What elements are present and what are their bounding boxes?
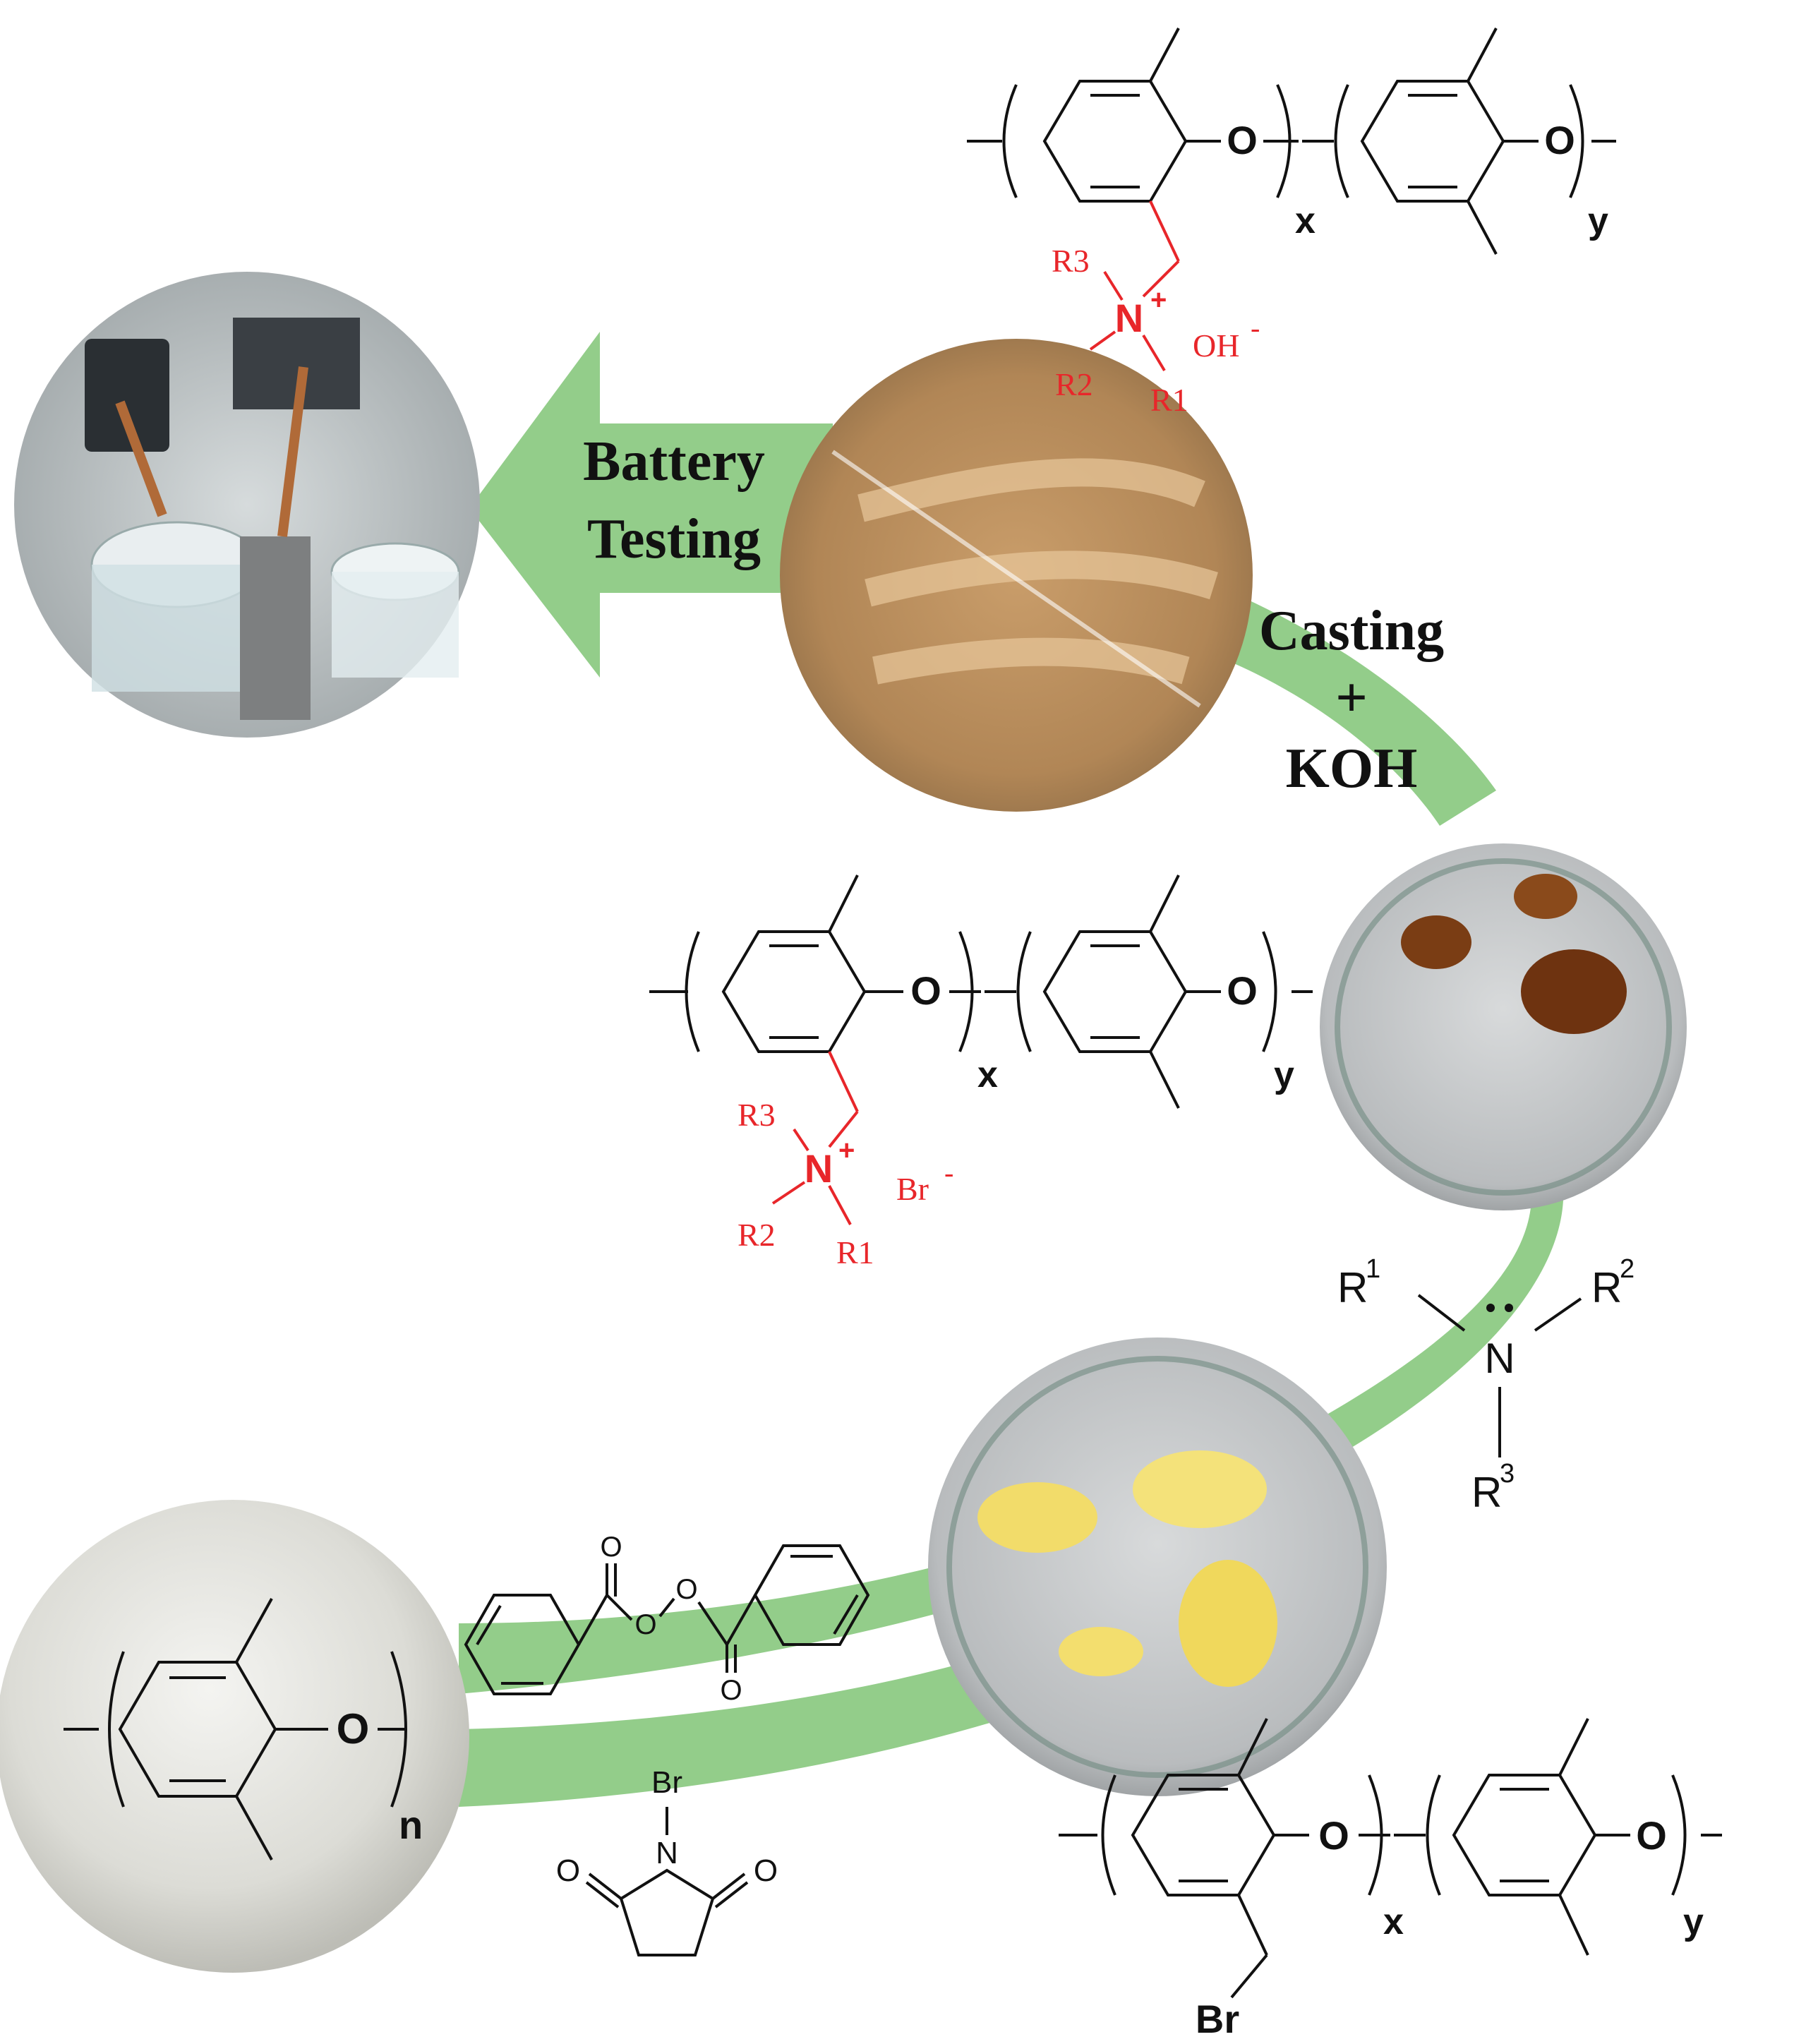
nbs-br: Br	[651, 1765, 682, 1800]
amine-n: N	[1484, 1335, 1515, 1382]
process-band-arrow-2	[459, 1574, 1235, 1807]
ppo-o: O	[337, 1705, 370, 1753]
qppo-oh-r1-bond	[1142, 334, 1166, 372]
qppo-oh-o1: O	[1227, 118, 1258, 162]
qppo-br-r3-bond	[793, 1128, 809, 1152]
qppo-oh-counterion-charge: -	[1251, 312, 1260, 344]
qppo-oh-y: y	[1588, 200, 1608, 241]
qppo-br-structure	[649, 874, 1313, 1109]
amine-r3-sup: 3	[1500, 1459, 1515, 1489]
qppo-oh-n: N	[1115, 296, 1143, 340]
qppo-oh-structure	[967, 28, 1616, 255]
qppo-br-r1: R1	[836, 1234, 874, 1270]
bppo-o1: O	[1318, 1813, 1349, 1858]
tertiary-amine-structure	[1417, 1294, 1582, 1457]
nbs-o-left: O	[556, 1853, 580, 1888]
bppo-br: Br	[1196, 1997, 1239, 2041]
bpo-o-peroxide-2: O	[675, 1574, 697, 1605]
battery-label-line1: Battery	[583, 431, 765, 493]
amine-r1: R	[1337, 1264, 1368, 1311]
bppo-structure	[1059, 1718, 1722, 1999]
qppo-br-n: N	[805, 1146, 833, 1191]
qppo-oh-counterion: OH	[1193, 327, 1239, 363]
amine-r2-sup: 2	[1620, 1254, 1635, 1284]
ppo-n: n	[399, 1803, 423, 1847]
qppo-oh-o2: O	[1544, 118, 1575, 162]
casting-label-line1: Casting	[1259, 600, 1444, 662]
casting-band	[1200, 579, 1496, 826]
casting-label-line2: +	[1335, 667, 1368, 729]
qppo-br-ch2-bond	[828, 1051, 859, 1112]
battery-testing-arrow	[469, 332, 833, 678]
qppo-oh-r2-bond	[1089, 330, 1116, 351]
qppo-br-counterion-charge: -	[944, 1157, 953, 1189]
bpo-structure	[464, 1544, 870, 1695]
qppo-br-x: x	[977, 1054, 998, 1095]
qppo-oh-r3-bond	[1103, 270, 1124, 301]
qppo-oh-r1: R1	[1150, 382, 1188, 418]
amine-r2: R	[1591, 1264, 1622, 1311]
qppo-br-o2: O	[1227, 968, 1258, 1013]
nbs-structure	[585, 1807, 749, 1956]
nbs-o-right: O	[754, 1853, 778, 1888]
bpo-o-peroxide-1: O	[634, 1609, 656, 1640]
ppo-powder-photo	[0, 1500, 469, 1973]
amine-r1-sup: 1	[1366, 1254, 1380, 1284]
ppo-structure	[64, 1598, 407, 1860]
casting-label-line3: KOH	[1286, 738, 1418, 800]
nbs-n: N	[656, 1836, 678, 1870]
bppo-x: x	[1383, 1901, 1404, 1942]
qppo-oh-r3: R3	[1052, 243, 1090, 279]
qppo-br-y: y	[1274, 1054, 1294, 1095]
qppo-br-r3: R3	[738, 1097, 776, 1133]
bppo-y: y	[1683, 1901, 1704, 1942]
qppo-br-n-bond	[828, 1110, 859, 1148]
battery-label-line2: Testing	[587, 508, 761, 570]
qppo-br-o1: O	[910, 968, 941, 1013]
qppo-br-counterion: Br	[896, 1171, 929, 1207]
membrane-glove-photo	[780, 339, 1253, 812]
amine-r3: R	[1471, 1469, 1502, 1516]
bppo-o2: O	[1636, 1813, 1667, 1858]
qppo-br-r2-bond	[771, 1181, 806, 1205]
qppo-oh-x: x	[1295, 200, 1316, 241]
quaternized-ppo-dish-photo	[1320, 843, 1687, 1210]
qppo-oh-ch2-bond	[1149, 200, 1180, 262]
qppo-br-r2: R2	[738, 1217, 776, 1253]
battery-test-photo	[14, 272, 480, 738]
qppo-oh-r2: R2	[1055, 366, 1093, 402]
bpo-o-carbonyl-2: O	[720, 1675, 742, 1706]
qppo-br-r1-bond	[828, 1185, 852, 1225]
qppo-oh-n-plus: +	[1150, 284, 1167, 315]
amine-lone-pair-dot-2	[1505, 1304, 1513, 1312]
qppo-oh-n-bond	[1142, 260, 1180, 298]
bpo-o-carbonyl-1: O	[600, 1532, 622, 1563]
brominated-ppo-dish-photo	[928, 1337, 1387, 1796]
amine-lone-pair-dot-1	[1486, 1304, 1495, 1312]
qppo-br-n-plus: +	[838, 1135, 855, 1166]
